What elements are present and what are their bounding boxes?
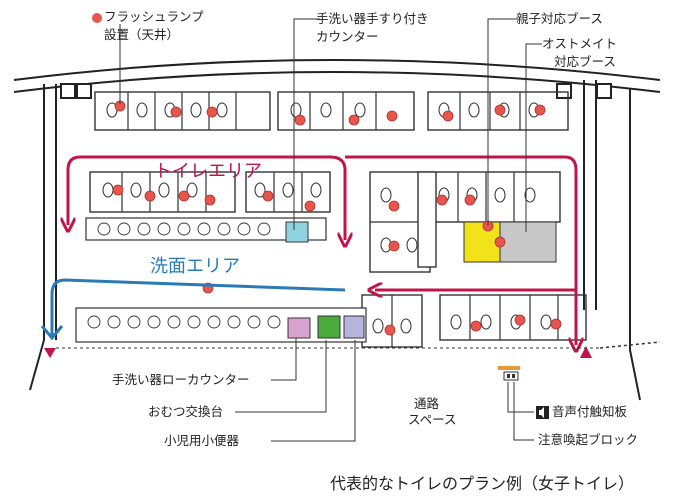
warning-block-label: 注意喚起ブロック: [538, 432, 639, 447]
building-walls: [13, 59, 661, 401]
flash-lamps: [112, 100, 562, 336]
tactile-board-label: 音声付触知板: [552, 404, 628, 419]
flash-lamp-legend-icon: [92, 13, 102, 23]
passage-label-1: 通路: [414, 396, 440, 411]
handrail-counter-label-2: カウンター: [316, 29, 379, 44]
diaper-table: [287, 317, 311, 339]
toilet-route-arrows: [68, 155, 576, 345]
child-urinal-label: 小児用小便器: [164, 433, 240, 448]
child-urinal: [317, 315, 341, 339]
handrail-counter-label-1: 手洗い器手すり付き: [316, 11, 429, 26]
wash-area-label: 洗面エリア: [150, 256, 240, 277]
handrail-sink: [285, 221, 309, 243]
ostomate-label-1: オストメイト: [542, 36, 618, 51]
parent-child-booth-label: 親子対応ブース: [516, 11, 603, 26]
speaker-icon: [536, 406, 549, 419]
sinks: [87, 222, 281, 329]
ostomate-label-2: 対応ブース: [554, 54, 616, 69]
urinal-booth: [343, 315, 365, 339]
flash-lamp-label-2: 設置（天井）: [104, 27, 180, 42]
diaper-table-label: おむつ交換台: [148, 404, 224, 419]
figure-caption: 代表的なトイレのプラン例（女子トイレ）: [330, 474, 635, 493]
entrance-markers: [44, 341, 661, 358]
pillars: [60, 83, 612, 99]
passage-label-2: スペース: [408, 412, 457, 427]
flash-lamp-label-1: フラッシュランプ: [104, 9, 204, 24]
tactile-board: [503, 371, 519, 381]
toilet-area-label: トイレエリア: [154, 161, 262, 182]
parent-child-booth: [463, 221, 501, 263]
partition-wall: [417, 171, 437, 268]
ostomate-booth: [499, 221, 557, 263]
wash-route-arrow: [40, 278, 346, 341]
low-counter-label: 手洗い器ローカウンター: [112, 372, 250, 387]
toilet-fixtures: [102, 102, 552, 334]
warning-block: [498, 366, 520, 370]
leader-lines: [119, 18, 542, 442]
